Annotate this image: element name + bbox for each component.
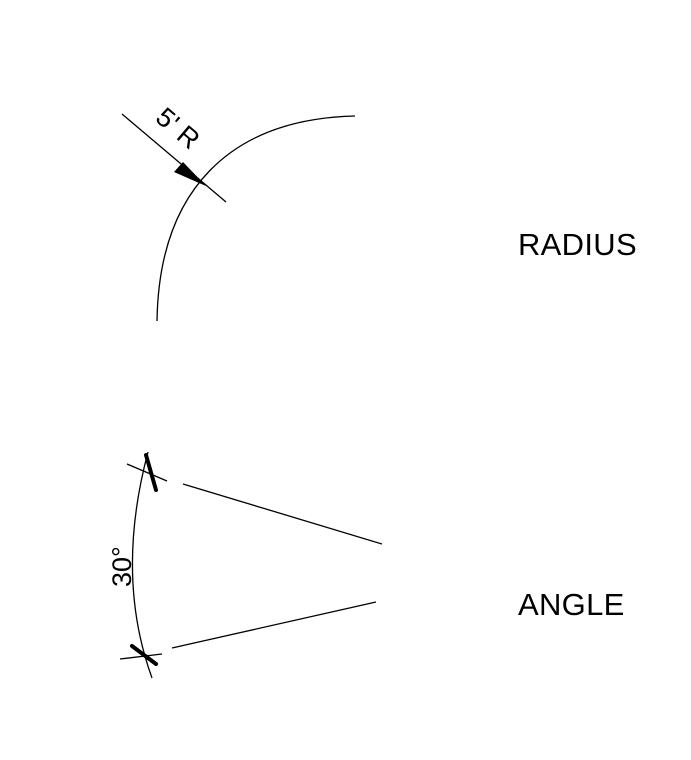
angle-dimension: 30° — [107, 451, 383, 679]
angle-tick-upper-thin — [126, 463, 168, 482]
angle-extension-line-upper — [182, 483, 383, 545]
angle-dimension-text: 30° — [107, 546, 137, 587]
angle-arc — [131, 451, 153, 679]
radius-caption: RADIUS — [518, 227, 637, 262]
radius-dimension-text: 5' R — [150, 102, 205, 155]
radius-arc — [156, 115, 356, 322]
angle-tick-upper-heavy — [144, 453, 158, 492]
radius-dimension: 5' R — [121, 102, 356, 322]
angle-tick-lower-thin — [119, 653, 163, 660]
angle-extension-line-lower — [171, 601, 377, 649]
angle-caption: ANGLE — [518, 587, 625, 622]
angle-tick-lower-heavy — [130, 644, 158, 666]
radius-arrowhead — [174, 162, 206, 186]
radius-leader-line — [121, 113, 227, 203]
